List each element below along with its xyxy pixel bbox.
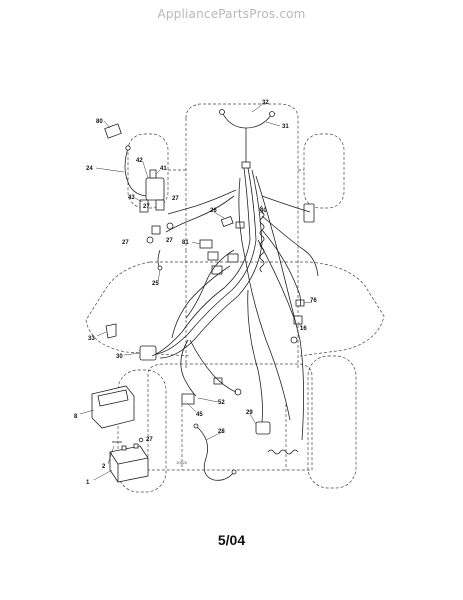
callout-43: 43	[128, 195, 135, 201]
callout-26: 26	[210, 208, 217, 214]
callout-30: 30	[116, 354, 123, 360]
coil-40	[259, 205, 265, 273]
parts	[91, 109, 315, 483]
ground-strap	[157, 249, 161, 269]
connector-30	[139, 345, 157, 361]
callouts: 32 31 80 24 42 41 43 27 27 27 27 26 40 8…	[74, 100, 317, 486]
callout-8: 8	[74, 414, 78, 420]
main-harness	[151, 167, 319, 441]
callout-81: 81	[182, 240, 189, 246]
callout-28: 28	[218, 429, 225, 435]
battery-tray	[91, 385, 135, 429]
callout-29: 29	[246, 410, 253, 416]
callout-31: 31	[282, 124, 289, 130]
mower-outline	[85, 103, 385, 493]
callout-76: 76	[310, 298, 317, 304]
solenoid	[255, 421, 271, 435]
callout-52: 52	[218, 400, 225, 406]
site-watermark: AppliancePartsPros.com	[157, 7, 306, 21]
cable-24	[124, 147, 147, 197]
callout-27-e: 27	[146, 437, 153, 443]
callout-42: 42	[136, 158, 143, 164]
callout-80: 80	[96, 119, 103, 125]
battery-cable	[195, 425, 235, 481]
callout-25: 25	[152, 281, 159, 287]
callout-24: 24	[86, 166, 93, 172]
callout-27-a: 27	[143, 204, 150, 210]
relay	[104, 123, 122, 139]
revision-date: 5/04	[217, 532, 246, 548]
callout-45: 45	[196, 412, 203, 418]
callout-27-c: 27	[122, 240, 129, 246]
right-module	[303, 203, 315, 223]
callout-27-d: 27	[166, 238, 173, 244]
rear-coil	[267, 449, 299, 455]
callout-2: 2	[102, 464, 106, 470]
callout-32: 32	[262, 100, 269, 106]
headlight-harness	[221, 111, 273, 129]
leader-lines	[79, 103, 313, 481]
callout-16: 16	[300, 326, 307, 332]
callout-27-b: 27	[172, 196, 179, 202]
bracket-33	[105, 323, 117, 339]
ignition-switch	[145, 177, 165, 201]
headlight-connector	[241, 161, 251, 169]
battery	[109, 445, 149, 483]
callout-41: 41	[160, 166, 167, 172]
callout-33: 33	[88, 336, 95, 342]
callout-40: 40	[260, 208, 267, 214]
drawing-reference-code: 10620	[176, 460, 188, 465]
callout-1: 1	[86, 480, 90, 486]
fuse-holder	[181, 393, 195, 405]
